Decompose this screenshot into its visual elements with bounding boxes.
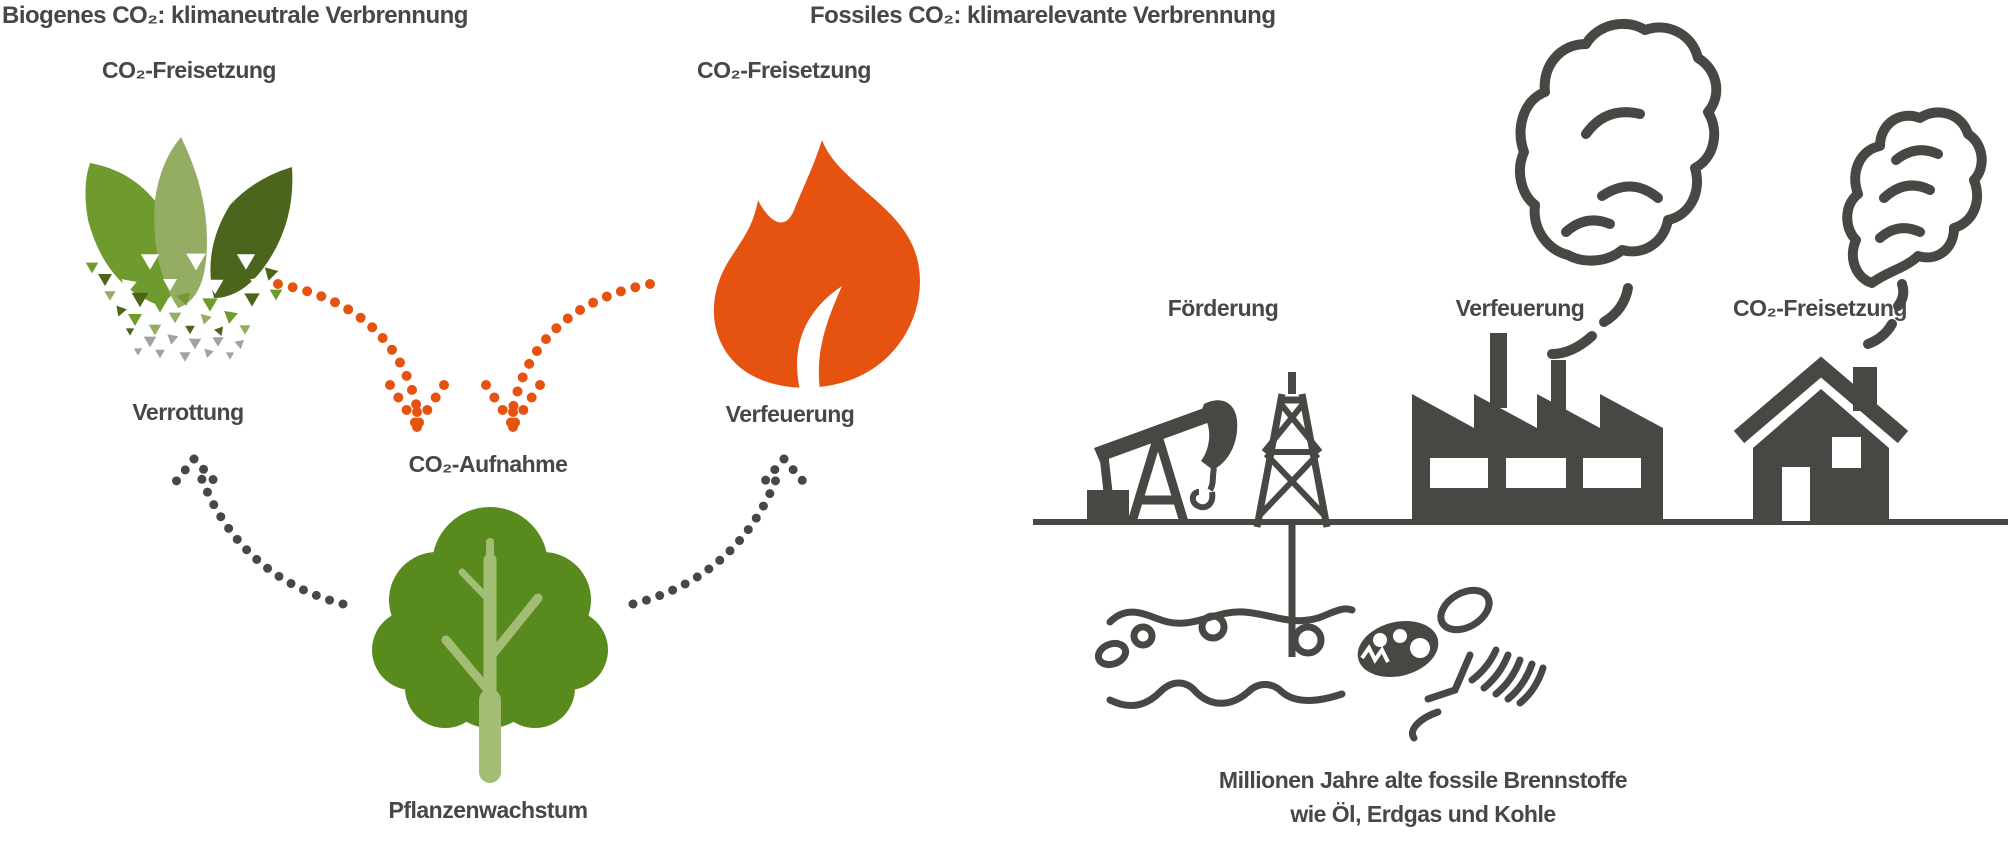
cycle-arrow-to-decay: [165, 454, 348, 609]
ground-line: [1033, 519, 2008, 525]
label-foerderung: Förderung: [1167, 295, 1279, 321]
label-co2-release-right: CO₂-Freisetzung: [697, 57, 871, 83]
label-co2-release-left: CO₂-Freisetzung: [102, 57, 276, 83]
tree-icon: [372, 507, 608, 783]
label-co2-freisetzung-right: CO₂-Freisetzung: [1733, 295, 1907, 321]
label-pflanzenwachstum: Pflanzenwachstum: [388, 797, 588, 823]
cycle-arrow-to-combustion: [628, 454, 813, 609]
fossil-fuels-caption: Millionen Jahre alte fossile Brennstoffe…: [1123, 763, 1723, 831]
oil-pumpjack-icon: [1087, 400, 1238, 524]
right-panel-title: Fossiles CO₂: klimarelevante Verbrennung: [810, 2, 1276, 29]
fossil-shell-icon: [1437, 586, 1493, 634]
factory-icon: [1412, 333, 1663, 521]
label-verrottung: Verrottung: [132, 399, 244, 425]
caption-line-2: wie Öl, Erdgas und Kohle: [1290, 801, 1556, 827]
label-co2-aufnahme: CO₂-Aufnahme: [408, 451, 568, 477]
fossil-icons: [1094, 586, 1547, 742]
flame-icon: [713, 140, 920, 390]
label-verfeuerung-left: Verfeuerung: [725, 401, 855, 427]
co2-release-arrow-from-flame: [481, 279, 655, 441]
fossil-skull-icon: [1357, 620, 1439, 678]
fossil-ribs-icon: [1468, 646, 1547, 707]
house-icon: [1733, 356, 1909, 521]
label-verfeuerung-right: Verfeuerung: [1455, 295, 1585, 321]
factory-smoke-icon: [1515, 18, 1722, 359]
decaying-leaves-icon: [85, 137, 293, 362]
left-panel-title: Biogenes CO₂: klimaneutrale Verbrennung: [2, 2, 468, 29]
fossil-vine-icon: [1094, 605, 1356, 710]
fossil-bone-icon: [1409, 651, 1474, 742]
house-smoke-icon: [1842, 107, 1987, 349]
caption-line-1: Millionen Jahre alte fossile Brennstoffe: [1218, 767, 1628, 793]
drilling-derrick-icon: [1253, 372, 1331, 657]
co2-release-arrow-from-leaves: [273, 279, 449, 441]
